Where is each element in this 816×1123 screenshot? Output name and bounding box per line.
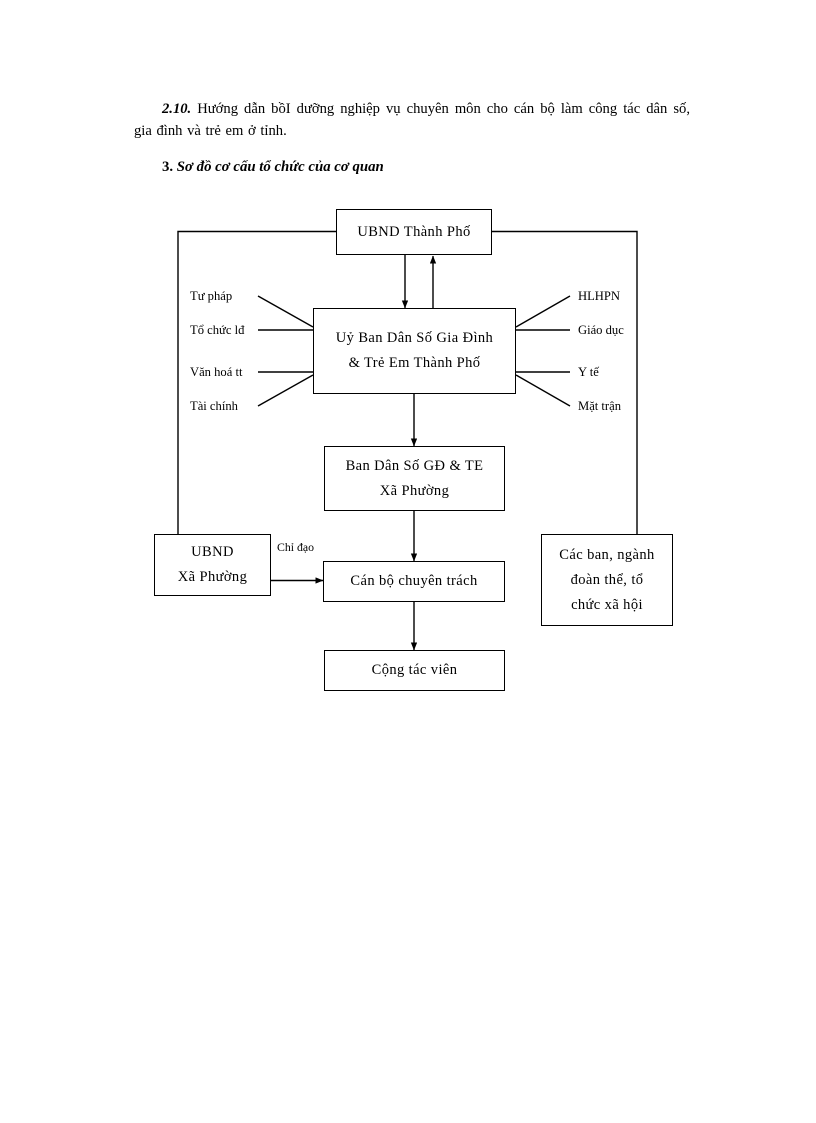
node-ban-dan-so-line2: Xã Phường [379,482,450,499]
node-cong-tac-vien[interactable]: Cộng tác viên [324,650,505,691]
wire-right-bus [492,230,638,534]
node-cong-tac-vien-line1: Cộng tác viên [371,662,458,678]
label-hlhpn: HLHPN [578,288,620,304]
paragraph-number: 2.10. [162,101,192,117]
node-cac-ban-line1: Các ban, ngành [559,546,655,563]
node-cac-ban-line3: chức xã hội [571,596,643,613]
label-chi-dao: Chỉ đạo [277,540,315,554]
paragraph-body: Hướng dẫn bồI dưỡng nghiệp vụ chuyên môn… [134,101,690,139]
node-ban-dan-so-line1: Ban Dân Số GĐ & TE [345,457,484,474]
label-tu-phap: Tư pháp [190,288,233,304]
label-giao-duc: Giáo dục [578,322,624,338]
node-ubnd-ward-line2: Xã Phường [177,569,248,585]
heading-title: Sơ đồ cơ cấu tổ chức của cơ quan [173,159,384,175]
label-mat-tran: Mặt trận [578,398,622,414]
document-text-block: 2.10. Hướng dẫn bồI dưỡng nghiệp vụ chuy… [134,98,690,178]
node-ubnd-ward[interactable]: UBND Xã Phường [154,534,271,596]
section-heading-3: 3. Sơ đồ cơ cấu tổ chức của cơ quan [134,156,690,178]
node-ubnd-city[interactable]: UBND Thành Phố [336,209,492,255]
node-committee-line2: & Trẻ Em Thành Phố [348,355,481,371]
wire-right-1 [515,295,571,328]
label-tai-chinh: Tài chính [190,398,238,414]
node-ubnd-city-line1: UBND Thành Phố [357,223,471,240]
label-y-te: Y tế [578,364,599,380]
node-cac-ban-line2: đoàn thể, tổ [570,571,644,588]
wire-left-bus [177,230,336,534]
node-can-bo-chuyen-trach[interactable]: Cán bộ chuyên trách [323,561,505,602]
wire-left-4 [257,374,314,407]
node-can-bo-line1: Cán bộ chuyên trách [350,573,478,589]
paragraph-2-10: 2.10. Hướng dẫn bồI dưỡng nghiệp vụ chuy… [134,98,690,142]
wire-right-4 [515,374,571,407]
node-committee-line1: Uỷ Ban Dân Số Gia Đình [335,330,494,346]
node-ban-dan-so[interactable]: Ban Dân Số GĐ & TE Xã Phường [324,446,505,511]
label-to-chuc-ld: Tổ chức lđ [190,322,245,338]
label-van-hoa-tt: Văn hoá tt [190,364,243,380]
node-ubnd-ward-line1: UBND [191,544,234,560]
node-committee[interactable]: Uỷ Ban Dân Số Gia Đình & Trẻ Em Thành Ph… [313,308,516,394]
node-cac-ban-nganh[interactable]: Các ban, ngành đoàn thể, tổ chức xã hội [541,534,673,626]
wire-left-1 [257,295,314,328]
heading-number: 3. [162,159,174,175]
